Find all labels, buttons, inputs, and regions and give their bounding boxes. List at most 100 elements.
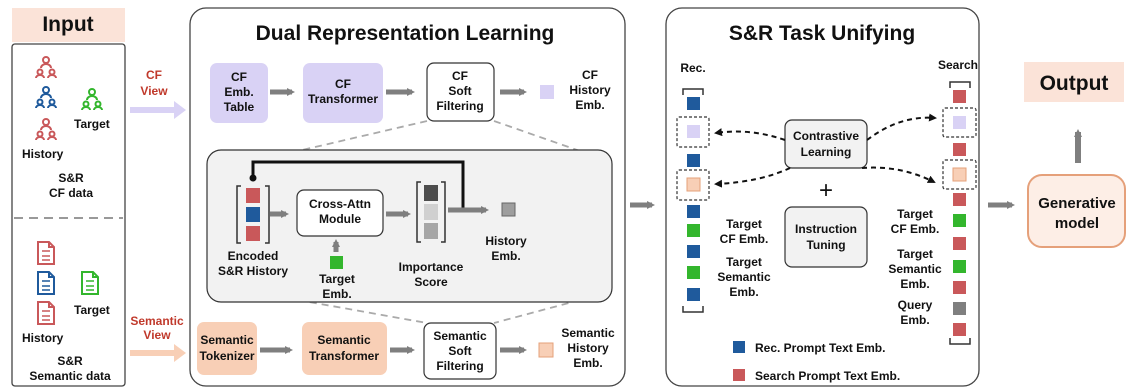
cf-transformer-label-1: CF [335, 77, 351, 91]
search-target-cf-label-1: Target [897, 207, 933, 221]
target-doc-icon [81, 271, 99, 295]
semantic-data-label-1: S&R [57, 354, 83, 368]
history-doc-icon [37, 301, 55, 325]
search-prompt-cell [953, 90, 966, 103]
legend-rec-label: Rec. Prompt Text Emb. [755, 341, 885, 355]
semantic-transformer-label-1: Semantic [317, 333, 371, 347]
cf-soft-filtering-box [426, 62, 495, 122]
history-doc-icon [37, 241, 55, 265]
contrastive-learning-box [784, 119, 868, 169]
unify-panel [665, 7, 980, 387]
semantic-transformer-label-2: Transformer [309, 349, 379, 363]
input-title: Input [42, 13, 93, 36]
semantic-tokenizer-label-2: Tokenizer [199, 349, 254, 363]
zoom-line [493, 120, 581, 152]
history-emb-cell [246, 207, 260, 222]
input-title-bg [12, 8, 125, 42]
semantic-view-arrow [130, 344, 186, 362]
rec-target-sem-cell [687, 266, 700, 279]
search-sequence [942, 90, 977, 336]
cf-emb-table-label-1: CF [231, 70, 247, 84]
search-query-cell [953, 302, 966, 315]
search-label: Search [938, 58, 978, 72]
cross-attn-box [296, 189, 384, 237]
search-prompt-cell [953, 281, 966, 294]
generative-model-label-2: model [1055, 215, 1099, 232]
cf-history-emb-label-2: History [569, 83, 611, 97]
search-prompt-cell [953, 193, 966, 206]
history-doc-icon [37, 271, 55, 295]
instruction-label-1: Instruction [795, 222, 857, 236]
cf-emb-table-label-3: Table [224, 100, 255, 114]
cross-attn-label-1: Cross-Attn [309, 197, 371, 211]
contrastive-arrow [714, 167, 791, 188]
history-label-bottom: History [22, 331, 64, 345]
bracket [265, 185, 270, 244]
zoom-line [493, 299, 581, 324]
importance-cell [424, 223, 438, 239]
cf-view-label-1: CF [146, 68, 162, 82]
history-emb-cell [246, 226, 260, 241]
encoded-history-label-1: Encoded [228, 249, 279, 263]
history-user-icon [35, 56, 57, 79]
target-label-top: Target [74, 117, 110, 131]
semantic-history-emb-square [538, 342, 554, 358]
contrastive-arrow [714, 128, 786, 141]
bracket [682, 306, 704, 313]
target-emb-label-2: Emb. [322, 287, 351, 301]
residual-connection [251, 160, 465, 208]
legend-search-swatch [733, 369, 745, 381]
rec-sequence [676, 97, 710, 301]
target-emb-label-1: Target [319, 272, 355, 286]
semantic-tokenizer-label-1: Semantic [200, 333, 254, 347]
output-title: Output [1040, 72, 1109, 95]
semantic-data-label-2: Semantic data [29, 369, 111, 383]
cf-soft-filtering-label-1: CF [452, 69, 468, 83]
cf-emb-table-box [210, 63, 268, 123]
query-emb-label-1: Query [898, 298, 933, 312]
cf-history-emb-label-3: Emb. [575, 98, 604, 112]
search-target-sem-label-2: Semantic [888, 262, 942, 276]
search-target-sem-label-1: Target [897, 247, 933, 261]
contrastive-label-2: Learning [801, 145, 852, 159]
cf-data-label-1: S&R [58, 171, 84, 185]
zoom-line [297, 299, 428, 324]
cf-transformer-label-2: Transformer [308, 92, 378, 106]
soft-filtering-detail-box [206, 149, 613, 303]
contrastive-arrow [861, 166, 936, 183]
rec-cf-history-cell [687, 125, 700, 138]
importance-score-label-2: Score [414, 275, 448, 289]
importance-cell [424, 185, 438, 201]
search-target-cf-label-2: CF Emb. [891, 222, 940, 236]
history-emb-square [501, 202, 516, 217]
semantic-view-label-2: View [143, 328, 171, 342]
search-target-sem-cell [953, 260, 966, 273]
generative-model-label-1: Generative [1038, 195, 1116, 212]
rec-prompt-cell [687, 288, 700, 301]
semantic-history-emb-label-2: History [567, 341, 609, 355]
history-emb-label-1: History [485, 234, 527, 248]
importance-cell [424, 204, 438, 220]
cf-view-label-2: View [140, 84, 168, 98]
cf-emb-table-label-2: Emb. [224, 85, 253, 99]
rec-target-sem-label-1: Target [726, 255, 762, 269]
cf-history-emb-label-1: CF [582, 68, 598, 82]
search-prompt-cell [953, 323, 966, 336]
cf-transformer-box [303, 63, 383, 123]
rec-target-sem-label-3: Emb. [729, 285, 758, 299]
legend-rec-swatch [733, 341, 745, 353]
semantic-tokenizer-box [197, 322, 257, 375]
semantic-transformer-box [302, 322, 387, 375]
bracket [682, 88, 704, 95]
search-target-sem-label-3: Emb. [900, 277, 929, 291]
plus-sign: + [819, 177, 833, 204]
rec-label: Rec. [680, 61, 705, 75]
semantic-soft-filtering-label-2: Soft [448, 344, 471, 358]
dual-title: Dual Representation Learning [256, 22, 555, 45]
semantic-view-label-1: Semantic [130, 314, 184, 328]
bracket [441, 181, 446, 243]
rec-target-cf-label-1: Target [726, 217, 762, 231]
importance-score-label-1: Importance [399, 260, 464, 274]
bracket [949, 338, 971, 345]
history-user-icon [35, 118, 57, 141]
